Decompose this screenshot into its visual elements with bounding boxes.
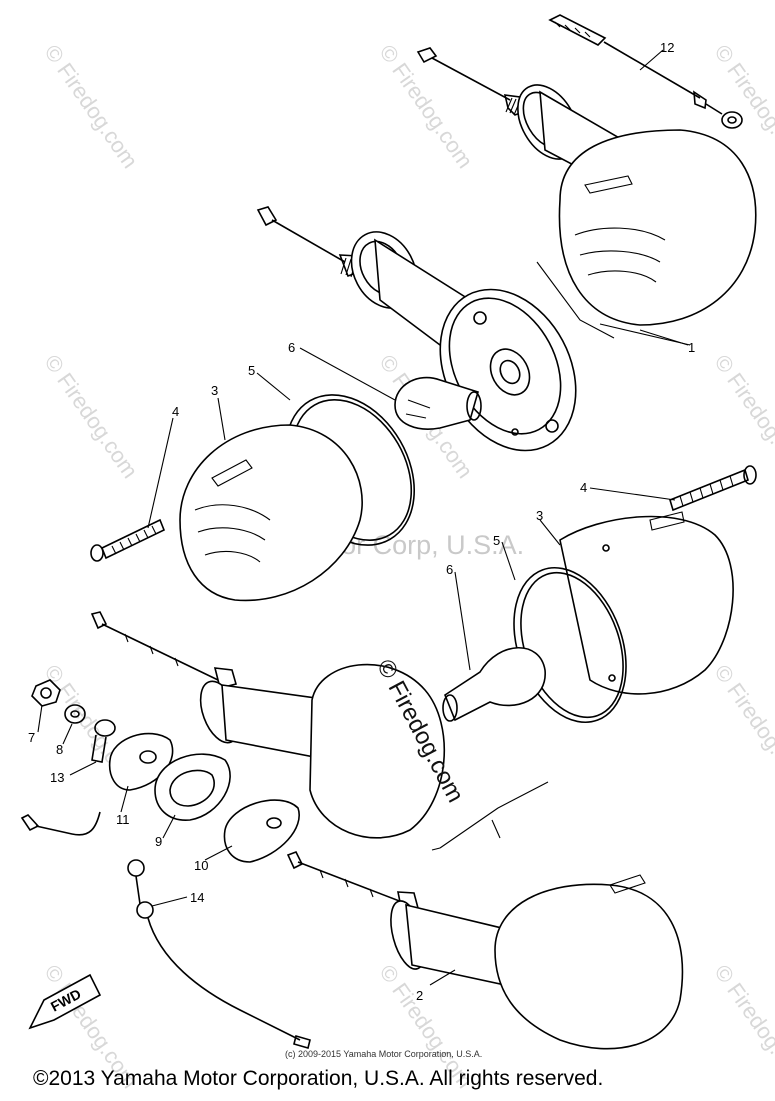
callout-1: 1 — [688, 340, 695, 355]
part-3-lens-upper — [179, 424, 363, 602]
callout-7: 7 — [28, 730, 35, 745]
flasher-body-upper — [256, 206, 577, 452]
callout-numbers: 12 1 6 5 3 4 4 3 5 6 7 8 13 11 9 10 14 2 — [28, 40, 695, 1003]
part-12-wire-lead — [548, 14, 743, 129]
part-1-rear-flasher-assy — [416, 47, 757, 346]
flasher-body-lower — [90, 611, 549, 851]
callout-6a: 6 — [288, 340, 295, 355]
callout-14: 14 — [190, 890, 204, 905]
part-13-terminal — [91, 719, 116, 763]
callout-10: 10 — [194, 858, 208, 873]
callout-12: 12 — [660, 40, 674, 55]
small-copyright: (c) 2009-2015 Yamaha Motor Corporation, … — [285, 1049, 483, 1059]
callout-5b: 5 — [493, 533, 500, 548]
leader-lines — [37, 49, 689, 986]
part-8-washer — [64, 704, 86, 724]
part-3-lens-right — [559, 511, 734, 695]
callout-6b: 6 — [446, 562, 453, 577]
callout-4b: 4 — [580, 480, 587, 495]
part-4-screw-right — [669, 465, 757, 512]
part-9-grommet — [154, 753, 231, 821]
footer-copyright: ©2013 Yamaha Motor Corporation, U.S.A. A… — [33, 1067, 604, 1090]
wire-lead-left — [20, 811, 101, 836]
callout-11: 11 — [116, 812, 130, 827]
callout-8: 8 — [56, 742, 63, 757]
callout-3a: 3 — [211, 383, 218, 398]
part-14-ground-wire — [127, 859, 311, 1049]
part-6-bulb-lower — [442, 647, 546, 722]
callout-2: 2 — [416, 988, 423, 1003]
callout-3b: 3 — [536, 508, 543, 523]
part-2-front-flasher-assy — [286, 850, 684, 1050]
callout-4a: 4 — [172, 404, 179, 419]
callout-5a: 5 — [248, 363, 255, 378]
fwd-arrow: FWD — [28, 973, 102, 1030]
part-7-nut — [31, 679, 61, 707]
part-4-screw-upper — [90, 518, 166, 562]
callout-13: 13 — [50, 770, 64, 785]
callout-9: 9 — [155, 834, 162, 849]
part-6-bulb-upper — [394, 376, 482, 430]
part-10-plate — [223, 799, 300, 863]
